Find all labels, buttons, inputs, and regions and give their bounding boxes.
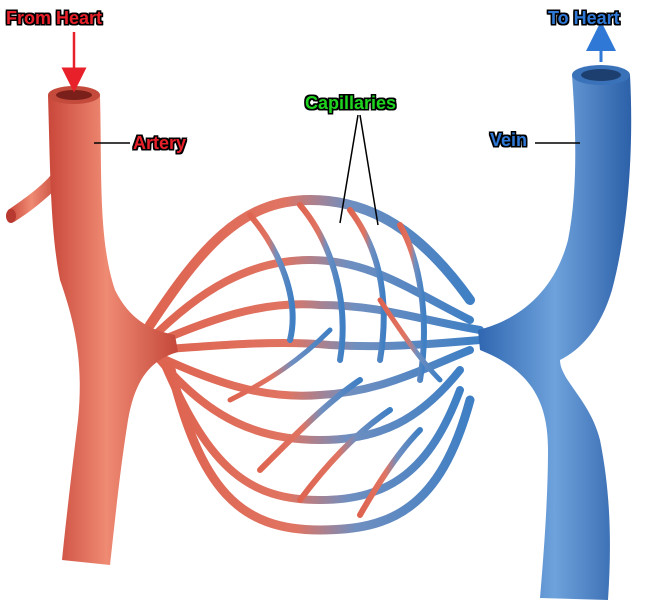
- vein-label: Vein: [490, 130, 528, 150]
- capillaries-label: Capillaries: [305, 93, 397, 113]
- to-heart-label: To Heart: [548, 8, 620, 28]
- capillaries-leader-left: [339, 114, 359, 224]
- capillaries-leader-right: [359, 114, 379, 226]
- capillary-network: [145, 194, 484, 535]
- vein-vessel: [478, 65, 632, 600]
- artery-vessel: [6, 86, 178, 565]
- from-heart-label: From Heart: [6, 8, 103, 28]
- artery-label: Artery: [133, 133, 187, 153]
